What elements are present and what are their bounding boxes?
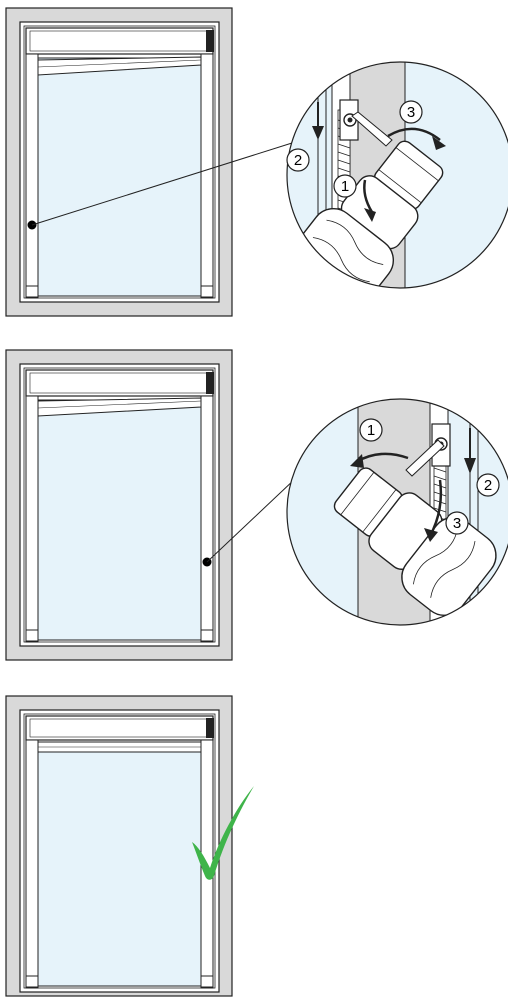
step-number-3: 3 <box>445 511 469 535</box>
svg-text:1: 1 <box>367 422 375 439</box>
svg-text:3: 3 <box>407 104 415 121</box>
window-illustration <box>5 349 233 661</box>
step-number-3: 3 <box>399 100 423 124</box>
detail-callout: 1 2 3 <box>286 61 508 289</box>
detail-callout: 1 2 3 <box>286 398 508 626</box>
window-illustration <box>5 7 233 317</box>
step-number-1: 1 <box>333 174 357 198</box>
panel-step-2: 1 2 3 <box>5 349 508 661</box>
step-number-1: 1 <box>359 418 383 442</box>
window-illustration <box>5 695 233 997</box>
step-number-2: 2 <box>286 148 310 172</box>
svg-text:2: 2 <box>484 477 492 494</box>
step-number-2: 2 <box>476 473 500 497</box>
panel-step-1: 1 2 3 <box>5 7 508 317</box>
svg-text:1: 1 <box>341 178 349 195</box>
leader-line <box>206 477 297 563</box>
svg-text:3: 3 <box>453 515 461 532</box>
panel-step-3 <box>5 695 254 997</box>
svg-text:2: 2 <box>294 152 302 169</box>
leader-line <box>31 142 293 226</box>
check-mark-icon <box>192 786 254 880</box>
